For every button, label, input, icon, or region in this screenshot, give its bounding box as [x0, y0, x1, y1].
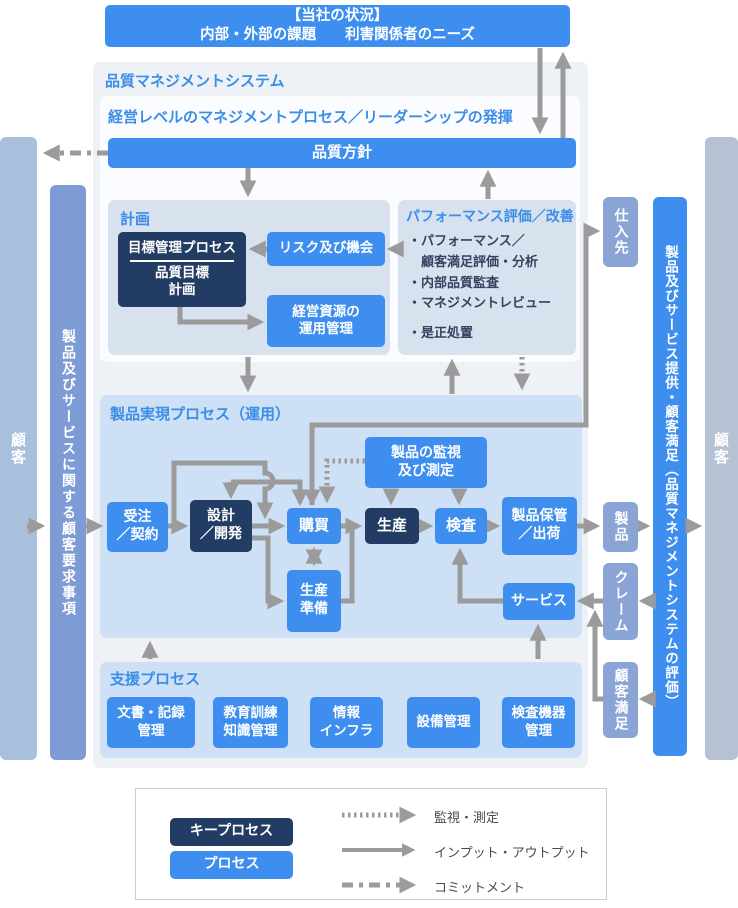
quality-policy-bar: 品質方針 — [108, 138, 576, 168]
legend-io-label: インプット・アウトプット — [434, 846, 590, 861]
infra-line1: 情報 — [333, 705, 360, 722]
service-label: サービス — [511, 592, 567, 609]
production-prep-box: 生産 準備 — [287, 570, 341, 632]
left-customer-label: 顧客 — [9, 431, 27, 466]
storage-shipping-box: 製品保管 ／出荷 — [502, 497, 577, 555]
legend-key-process-swatch: キープロセス — [170, 818, 293, 846]
quality-goal-label: 品質目標 — [155, 264, 209, 281]
goal-management-title: 目標管理プロセス — [128, 239, 236, 256]
right-customer-label: 顧客 — [712, 431, 730, 466]
product-monitoring-line2: 及び測定 — [398, 462, 454, 479]
supplier-box: 仕入先 — [603, 197, 638, 267]
inspection-equipment-line1: 検査機器 — [511, 705, 566, 722]
resource-management-line2: 運用管理 — [299, 321, 353, 337]
purchase-label: 購買 — [298, 516, 329, 535]
customer-satisfaction-label: 顧客満足 — [612, 668, 629, 732]
resource-management-line1: 経営資源の — [292, 303, 360, 320]
infra-line2: インフラ — [319, 722, 374, 739]
storage-line2: ／出荷 — [518, 526, 561, 542]
performance-bullet-list: ・パフォーマンス／ 顧客満足評価・分析 ・内部品質監査 ・マネジメントレビュー … — [408, 232, 574, 345]
plan-panel-label: 計画 — [120, 210, 151, 228]
quality-policy-label: 品質方針 — [311, 143, 372, 162]
document-records-line2: 管理 — [137, 722, 165, 739]
performance-bullet-1b: 顧客満足評価・分析 — [408, 254, 539, 270]
risk-opportunity-label: リスク及び機会 — [278, 240, 374, 257]
inspection-box: 検査 — [435, 508, 487, 544]
qms-panel-label: 品質マネジメントシステム — [105, 72, 285, 90]
service-provision-bar: 製品及びサービス提供・顧客満足（品質マネジメントシステムの評価） — [653, 197, 687, 756]
training-line1: 教育訓練 — [223, 705, 278, 722]
management-panel-label: 経営レベルのマネジメントプロセス／リーダーシップの発揮 — [108, 108, 513, 126]
plan-label: 計画 — [168, 282, 196, 299]
goal-management-divider — [129, 259, 235, 262]
legend-key-process-label: キープロセス — [189, 823, 274, 840]
document-records-box: 文書・記録 管理 — [107, 697, 195, 748]
service-provision-label: 製品及びサービス提供・顧客満足（品質マネジメントシステムの評価） — [662, 244, 678, 709]
inspection-label: 検査 — [445, 516, 476, 535]
training-knowledge-box: 教育訓練 知識管理 — [213, 697, 288, 748]
order-line2: ／契約 — [116, 527, 159, 543]
purchase-box: 購買 — [287, 508, 341, 544]
company-context-subtitle: 内部・外部の課題 利害関係者のニーズ — [200, 27, 475, 43]
legend-monitor-label: 監視・測定 — [434, 811, 500, 826]
customer-requirements-bar: 製品及びサービスに関する顧客要求事項 — [50, 185, 86, 760]
company-context-box: 【当社の状況】 内部・外部の課題 利害関係者のニーズ — [105, 5, 570, 47]
it-infrastructure-box: 情報 インフラ — [310, 697, 383, 748]
prep-line2: 準備 — [300, 601, 328, 617]
design-line2: ／開発 — [200, 526, 242, 542]
realization-panel-label: 製品実現プロセス（運用） — [110, 405, 291, 423]
performance-panel-label: パフォーマンス評価／改善 — [406, 209, 574, 225]
company-context-title: 【当社の状況】 — [286, 8, 389, 25]
customer-satisfaction-box: 顧客満足 — [603, 662, 638, 738]
training-line2: 知識管理 — [223, 722, 278, 739]
customer-requirements-label: 製品及びサービスに関する顧客要求事項 — [60, 328, 76, 617]
legend-commitment-label: コミットメント — [434, 881, 526, 896]
right-customer-bar: 顧客 — [705, 137, 738, 760]
performance-bullet-4: ・是正処置 — [408, 326, 474, 342]
production-box: 生産 — [365, 508, 419, 544]
legend-process-label: プロセス — [203, 856, 260, 873]
resource-management-box: 経営資源の 運用管理 — [267, 295, 385, 347]
arrow-satisfaction-up — [586, 609, 604, 702]
equipment-management-box: 設備管理 — [407, 697, 480, 748]
order-line1: 受注 — [123, 509, 152, 526]
left-customer-bar: 顧客 — [0, 137, 37, 760]
production-label: 生産 — [376, 516, 407, 535]
performance-bullet-3: ・マネジメントレビュー — [408, 296, 552, 312]
prep-line1: 生産 — [300, 583, 328, 600]
performance-bullet-2: ・内部品質監査 — [408, 275, 500, 291]
design-development-box: 設計 ／開発 — [190, 500, 252, 552]
legend-process-swatch: プロセス — [170, 851, 293, 879]
performance-bullet-1: ・パフォーマンス／ — [408, 234, 525, 249]
claim-box: クレーム — [603, 563, 638, 640]
order-contract-box: 受注 ／契約 — [107, 502, 168, 552]
equipment-line1: 設備管理 — [416, 713, 471, 730]
support-panel-label: 支援プロセス — [110, 670, 201, 688]
risk-opportunity-box: リスク及び機会 — [267, 232, 385, 266]
product-monitoring-line1: 製品の監視 — [391, 444, 461, 461]
inspection-equipment-box: 検査機器 管理 — [502, 697, 575, 748]
supplier-label: 仕入先 — [612, 208, 629, 256]
product-monitoring-box: 製品の監視 及び測定 — [365, 437, 487, 488]
document-records-line1: 文書・記録 — [117, 705, 185, 722]
product-box: 製品 — [603, 502, 638, 552]
claim-label: クレーム — [612, 569, 629, 634]
storage-line1: 製品保管 — [511, 508, 568, 525]
service-box: サービス — [503, 583, 575, 620]
product-label: 製品 — [612, 511, 629, 543]
goal-management-process-box: 目標管理プロセス 品質目標 計画 — [118, 232, 246, 307]
inspection-equipment-line2: 管理 — [525, 722, 552, 739]
design-line1: 設計 — [207, 508, 235, 525]
